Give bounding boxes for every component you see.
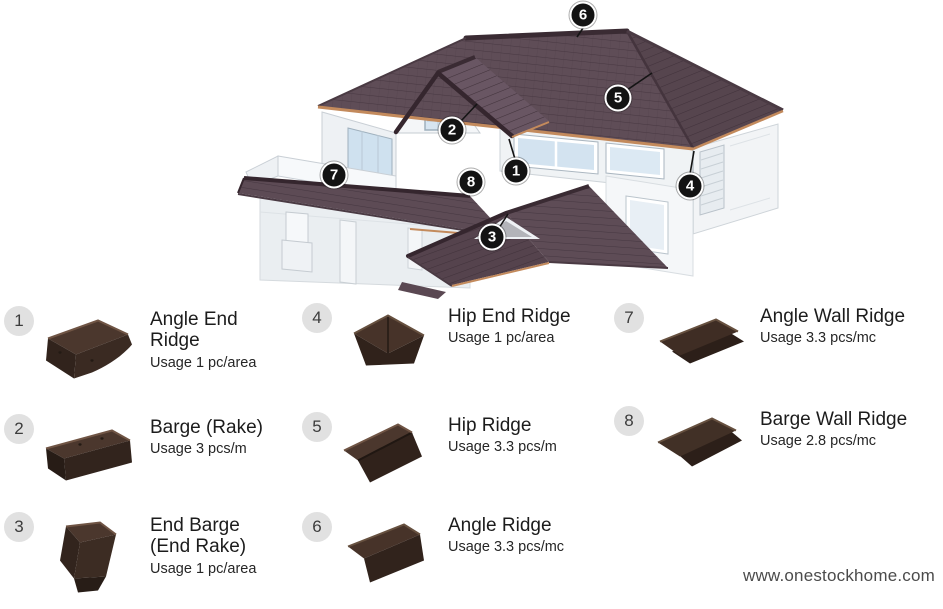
item-title: Angle Ridge: [448, 515, 552, 536]
item-usage: Usage 3.3 pcs/m: [448, 439, 557, 456]
item-number-badge: 1: [4, 306, 34, 336]
legend-item: 8 Barge Wall Ridge Usage 2.8 pcs/mc: [614, 406, 943, 491]
item-usage: Usage 1 pc/area: [150, 560, 257, 577]
product-image-angle-wall-ridge: [659, 318, 744, 364]
legend-item: 2 Barge (Rake) Usage 3 pcs/m: [4, 414, 270, 499]
item-number-badge: 4: [302, 303, 332, 333]
item-usage: Usage 3.3 pcs/mc: [760, 330, 877, 347]
legend-item: 1 Angle End Ridge Usage 1 pc/area: [4, 306, 270, 391]
legend-item: 4 Hip End Ridge Usage 1 pc/area: [302, 303, 583, 388]
item-title: Angle End Ridge: [150, 309, 238, 352]
legend-item: 3 End Barge (End Rake) Usage 1 pc/area: [4, 512, 270, 597]
product-image-angle-end-ridge: [46, 319, 132, 379]
legend-item: 6 Angle Ridge Usage 3.3 pcs/mc: [302, 512, 583, 597]
item-number-badge: 8: [614, 406, 644, 436]
legend-item: 5 Hip Ridge Usage 3.3 pcs/m: [302, 412, 583, 497]
house-marker-7: 7: [320, 161, 348, 189]
item-title: Barge Wall Ridge: [760, 409, 908, 430]
lower-gable-roof: [398, 184, 669, 299]
item-number-badge: 5: [302, 412, 332, 442]
marker-leader-lines: [460, 27, 695, 229]
house-illustration: 1 2 3 4 5 6 7 8: [0, 0, 943, 300]
product-image-barge-rake: [45, 429, 132, 481]
item-number-badge: 7: [614, 303, 644, 333]
porch-roof: [237, 176, 508, 238]
item-usage: Usage 2.8 pcs/mc: [760, 433, 877, 450]
house-marker-6: 6: [569, 1, 597, 29]
item-usage: Usage 1 pc/area: [448, 330, 555, 347]
product-image-hip-ridge: [343, 423, 422, 483]
item-usage: Usage 3 pcs/m: [150, 441, 247, 458]
house-marker-5: 5: [604, 84, 632, 112]
house-marker-3: 3: [478, 223, 506, 251]
product-image-end-barge: [60, 521, 117, 593]
item-number-badge: 3: [4, 512, 34, 542]
item-number-badge: 2: [4, 414, 34, 444]
house-drawing: [237, 27, 784, 299]
item-usage: Usage 3.3 pcs/mc: [448, 539, 565, 556]
item-title: Angle Wall Ridge: [760, 306, 906, 327]
house-marker-4: 4: [676, 172, 704, 200]
product-image-hip-end-ridge: [353, 314, 425, 366]
item-title: Hip End Ridge: [448, 306, 571, 327]
legend-item: 7 Angle Wall Ridge Usage 3.3 pcs/mc: [614, 303, 943, 388]
item-usage: Usage 1 pc/area: [150, 354, 257, 371]
house-marker-2: 2: [438, 116, 466, 144]
product-image-barge-wall-ridge: [657, 417, 742, 467]
house-marker-1: 1: [502, 157, 530, 185]
item-title: End Barge (End Rake): [150, 515, 247, 558]
item-title: Barge (Rake): [150, 417, 263, 438]
house-marker-8: 8: [457, 168, 485, 196]
item-title: Hip Ridge: [448, 415, 532, 436]
gable-roof: [393, 55, 550, 139]
product-image-angle-ridge: [347, 523, 424, 583]
item-number-badge: 6: [302, 512, 332, 542]
website-url: www.onestockhome.com: [742, 566, 935, 585]
